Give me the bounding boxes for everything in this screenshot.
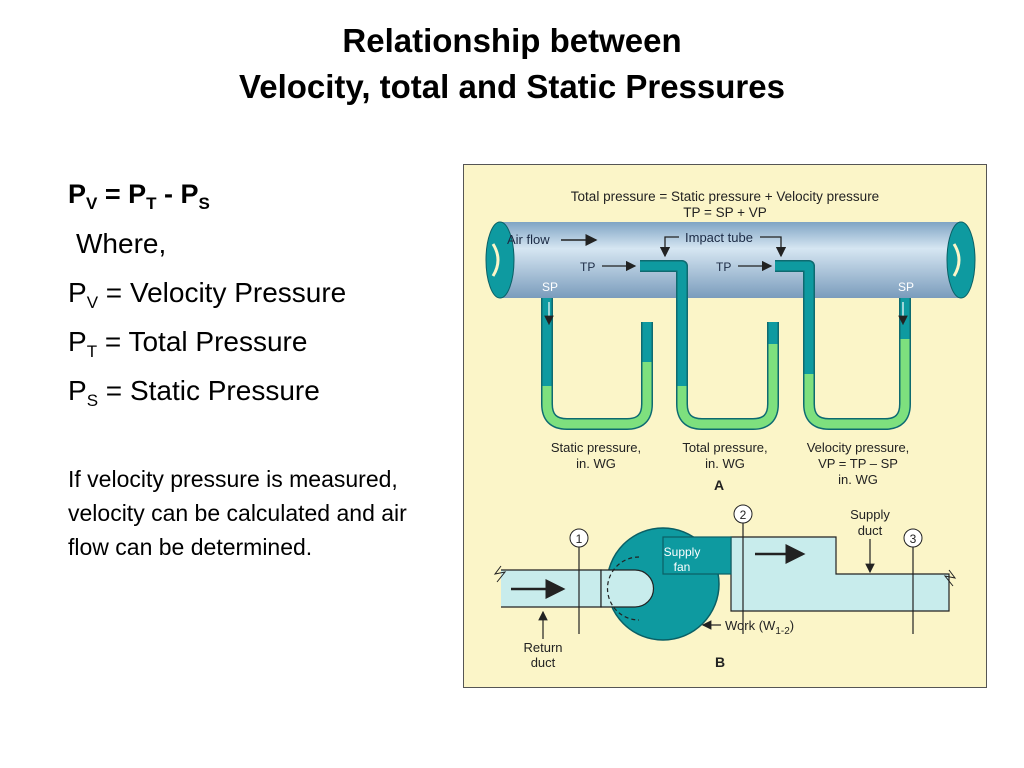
definition-total: PT = Total Pressure bbox=[68, 326, 308, 361]
pressure-diagram: Total pressure = Static pressure + Veloc… bbox=[463, 164, 987, 688]
air-pipe bbox=[500, 222, 961, 298]
impact-tube-label: Impact tube bbox=[685, 230, 753, 245]
where-label: Where, bbox=[76, 228, 167, 259]
definition-static: PS = Static Pressure bbox=[68, 375, 320, 410]
supply-duct-label-2: duct bbox=[858, 523, 883, 538]
figure-label-b: B bbox=[715, 654, 725, 670]
manometer-velocity bbox=[775, 260, 911, 430]
station-3-label: 3 bbox=[910, 532, 917, 546]
tp-left-label: TP bbox=[580, 260, 595, 274]
pressure-diagram-svg: Total pressure = Static pressure + Veloc… bbox=[463, 164, 987, 688]
supply-duct-label-1: Supply bbox=[850, 507, 890, 522]
velocity-label-3: in. WG bbox=[838, 472, 878, 487]
pipe-left-end bbox=[485, 221, 515, 299]
static-label-1: Static pressure, bbox=[551, 440, 641, 455]
title-line-1: Relationship between bbox=[342, 22, 682, 59]
header-formula: Total pressure = Static pressure + Veloc… bbox=[571, 189, 879, 204]
velocity-note: If velocity pressure is measured, veloci… bbox=[68, 466, 407, 560]
definitions-block: PV = PT - PS Where, PV = Velocity Pressu… bbox=[68, 170, 346, 415]
air-flow-label: Air flow bbox=[507, 232, 550, 247]
definition-velocity: PV = Velocity Pressure bbox=[68, 277, 347, 312]
velocity-label-1: Velocity pressure, bbox=[807, 440, 910, 455]
figure-label-a: A bbox=[714, 477, 724, 493]
station-1-label: 1 bbox=[576, 532, 583, 546]
pipe-right-end bbox=[946, 221, 976, 299]
work-label: Work (W1-2) bbox=[725, 618, 794, 637]
station-2-label: 2 bbox=[740, 508, 747, 522]
sp-left-label: SP bbox=[542, 280, 558, 294]
velocity-label-2: VP = TP – SP bbox=[818, 456, 898, 471]
total-label-1: Total pressure, bbox=[682, 440, 767, 455]
tp-right-label: TP bbox=[716, 260, 731, 274]
static-label-2: in. WG bbox=[576, 456, 616, 471]
sp-right-label: SP bbox=[898, 280, 914, 294]
impact-arrow-right bbox=[760, 236, 787, 258]
header-formula-short: TP = SP + VP bbox=[683, 205, 767, 220]
supply-fan-label-2: fan bbox=[674, 560, 691, 574]
slide-title: Relationship between Velocity, total and… bbox=[0, 18, 1024, 110]
total-label-2: in. WG bbox=[705, 456, 745, 471]
return-duct-label-1: Return bbox=[523, 640, 562, 655]
manometer-total bbox=[640, 260, 779, 430]
duct-system bbox=[493, 527, 957, 641]
manometer-static bbox=[541, 298, 653, 430]
return-duct-label-2: duct bbox=[531, 655, 556, 670]
impact-arrow-left bbox=[659, 236, 679, 258]
title-line-2: Velocity, total and Static Pressures bbox=[239, 68, 785, 105]
supply-fan-label-1: Supply bbox=[664, 545, 701, 559]
main-equation: PV = PT - PS bbox=[68, 179, 210, 213]
